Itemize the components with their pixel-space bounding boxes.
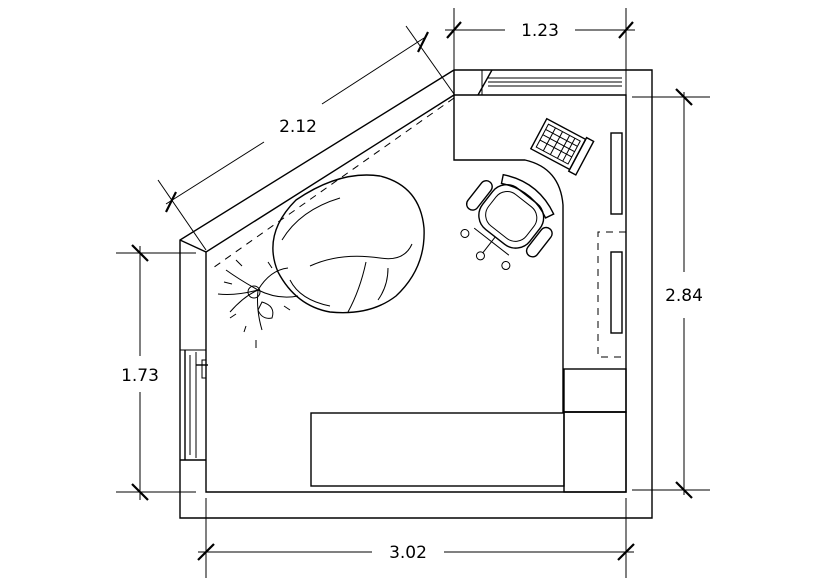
wall-shelves (597, 132, 626, 358)
top-window (477, 69, 627, 96)
left-door (179, 349, 208, 461)
side-cabinet (563, 368, 627, 493)
dimension-diagonal: 2.12 (157, 25, 455, 251)
dimension-right: 2.84 (632, 88, 710, 499)
laptop-icon (529, 117, 595, 176)
bench (310, 412, 565, 487)
diagonal-guide (209, 97, 455, 271)
dimension-bottom-label: 3.02 (389, 543, 427, 563)
dimension-top-label: 1.23 (521, 21, 559, 41)
dimension-bottom: 3.02 (197, 498, 635, 578)
corner-desk (453, 95, 626, 413)
dimension-left-label: 1.73 (121, 366, 159, 386)
beanbag-icon (272, 174, 425, 314)
dimension-top: 1.23 (445, 8, 635, 70)
plant-icon (217, 259, 299, 348)
dimension-left: 1.73 (116, 244, 196, 501)
dimension-diagonal-label: 2.12 (279, 117, 317, 137)
walls (179, 69, 653, 519)
dimension-right-label: 2.84 (665, 286, 703, 306)
office-chair-icon (460, 173, 555, 271)
